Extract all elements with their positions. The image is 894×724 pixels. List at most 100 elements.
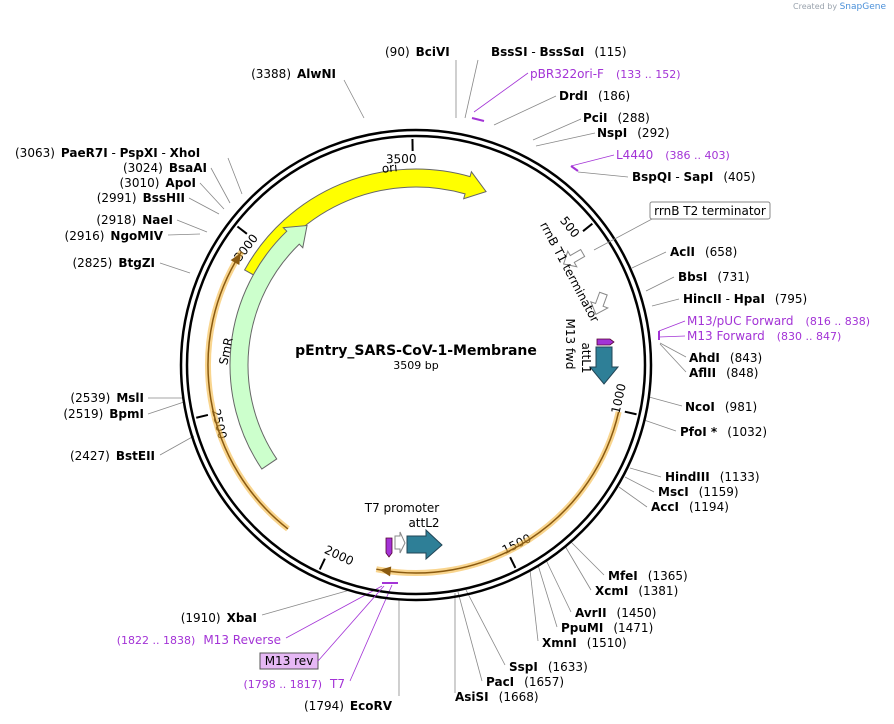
- enzyme-position: (3010): [120, 176, 160, 190]
- leader-line: [349, 584, 393, 682]
- primer-range: (830 .. 847): [777, 330, 842, 343]
- primer-t7: T7: [329, 677, 345, 691]
- enzyme-paci: PacI: [486, 675, 514, 689]
- leader-lines: [147, 59, 687, 696]
- site-label: PacI(1657): [486, 675, 564, 689]
- rrnb-t2-feature: [562, 248, 586, 268]
- site-label: (3024)BsaAI: [123, 161, 207, 175]
- enzyme-position: (3388): [251, 67, 291, 81]
- credit-prefix: Created by: [793, 2, 838, 11]
- enzyme-bsaai: BsaAI: [169, 161, 207, 175]
- site-label: XmnI(1510): [542, 636, 627, 650]
- primer-m13-forward: M13 Forward: [687, 329, 765, 343]
- site-label: (2825) BtgZI: [72, 256, 155, 270]
- enzyme-position: (1381): [638, 584, 678, 598]
- enzyme-position: (186): [598, 89, 630, 103]
- ori-feature-arrow: [243, 168, 487, 280]
- smr-label: SmR: [216, 336, 235, 366]
- attl2-feature-arrow: [406, 528, 443, 561]
- site-label: (2918)NaeI: [96, 213, 173, 227]
- primer-range: (816 .. 838): [806, 315, 871, 328]
- tick-mark: [236, 225, 248, 235]
- leader-line: [577, 171, 629, 178]
- leader-line: [227, 157, 243, 195]
- primer-l4440: L4440: [616, 148, 653, 162]
- site-label: BssSI - BssSαI(115): [491, 45, 627, 59]
- site-label: AvrII(1450): [575, 606, 656, 620]
- enzyme-asisi: AsiSI: [455, 690, 489, 704]
- enzyme-position: (115): [594, 45, 626, 59]
- m13-rev-label: M13 rev: [265, 654, 314, 668]
- leader-line: [473, 72, 529, 113]
- enzyme-position: (848): [726, 366, 758, 380]
- tick-label: 3500: [386, 152, 417, 166]
- leader-line: [569, 540, 605, 576]
- tick-mark: [196, 413, 209, 419]
- enzyme-avrii: AvrII: [575, 606, 607, 620]
- enzyme-position: (981): [725, 400, 757, 414]
- site-label: NspI (292): [597, 126, 670, 140]
- enzyme-paer7i: PaeR7I: [61, 146, 108, 160]
- site-label: MscI(1159): [658, 485, 739, 499]
- rrnb-t1-feature: [589, 291, 609, 315]
- leader-line: [261, 589, 351, 616]
- enzyme-position: (2916): [65, 229, 105, 243]
- primer-pbr322ori-f: pBR322ori-F: [530, 67, 604, 81]
- enzyme-xmni: XmnI: [542, 636, 577, 650]
- leader-line: [493, 95, 557, 126]
- enzyme-position: (1365): [648, 569, 688, 583]
- enzyme-position: (292): [637, 126, 669, 140]
- enzyme-position: (2519): [63, 407, 103, 421]
- leader-line: [659, 343, 687, 373]
- primer-range: (1822 .. 1838): [117, 634, 196, 647]
- attl1-feature-arrow: [588, 346, 620, 385]
- site-label: PciI(288): [583, 111, 650, 125]
- tick-mark: [318, 558, 326, 570]
- site-label: M13/pUC Forward(816 .. 838): [687, 314, 870, 328]
- enzyme-msci: MscI: [658, 485, 689, 499]
- site-label: NcoI (981): [685, 400, 757, 414]
- leader-line: [570, 154, 615, 167]
- site-label: BbsI(731): [678, 270, 750, 284]
- site-label: (3010)ApoI: [120, 176, 197, 190]
- enzyme-acli: AclI: [670, 245, 695, 259]
- enzyme-position: (658): [705, 245, 737, 259]
- enzyme-pcii: PciI: [583, 111, 608, 125]
- enzyme-btgzi: BtgZI: [118, 256, 155, 270]
- separator: -: [722, 292, 734, 306]
- enzyme-ncoi: NcoI: [685, 400, 715, 414]
- site-label: (3063)PaeR7I - PspXI - XhoI: [15, 146, 200, 160]
- leader-line: [464, 59, 479, 119]
- attl1-label: attL1: [579, 342, 593, 373]
- enzyme-ahdi: AhdI: [689, 351, 720, 365]
- site-label: (1798 .. 1817)T7: [243, 677, 345, 691]
- separator: -: [528, 45, 540, 59]
- tick-label: 500: [557, 214, 582, 241]
- tick-label: 2000: [322, 543, 356, 569]
- leader-line: [537, 564, 558, 628]
- leader-line: [651, 298, 680, 307]
- tick-mark: [509, 556, 517, 569]
- site-label: MfeI(1365): [608, 569, 688, 583]
- site-label: (2916)NgoMIV: [65, 229, 164, 243]
- tick-label: 1000: [609, 382, 629, 415]
- m13-rev-feature: [385, 537, 393, 558]
- enzyme-xhoi: XhoI: [170, 146, 201, 160]
- leader-line: [176, 219, 208, 233]
- enzyme-nspi: NspI: [597, 126, 627, 140]
- site-label: L4440(386 .. 403): [616, 148, 730, 162]
- enzyme-position: (1910): [181, 611, 221, 625]
- leader-line: [593, 218, 653, 251]
- plasmid-size: 3509 bp: [393, 359, 438, 372]
- enzyme-bspqi: BspQI: [632, 170, 672, 184]
- primer-site-mark: [471, 117, 485, 122]
- enzyme-position: (2825): [72, 256, 112, 270]
- smr-feature-arrow: [229, 224, 308, 470]
- enzyme-bsssi: BssSI: [491, 45, 528, 59]
- enzyme-bsteii: BstEII: [116, 449, 155, 463]
- m13-fwd-label: M13 fwd: [563, 319, 577, 370]
- site-label: (3388)AlwNI: [251, 67, 336, 81]
- leader-line: [457, 591, 483, 682]
- leader-line: [159, 435, 195, 456]
- leader-line: [643, 419, 677, 432]
